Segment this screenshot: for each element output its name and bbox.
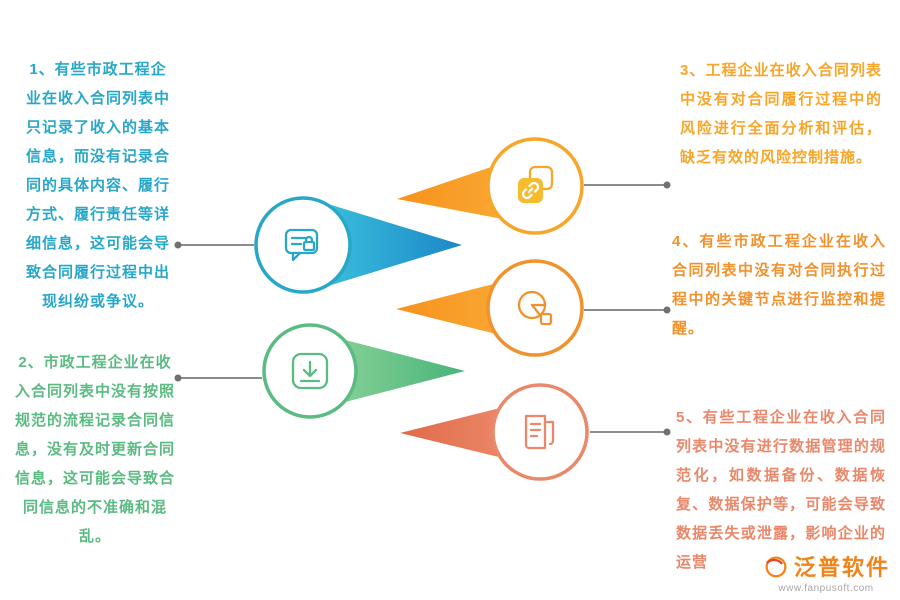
- shape-point-2: [262, 323, 465, 419]
- point-5-text: 5、有些工程企业在收入合同列表中没有进行数据管理的规范化，如数据备份、数据恢复、…: [676, 409, 886, 571]
- connector-dot-1: [174, 241, 182, 249]
- connector-dot-2: [174, 374, 182, 382]
- point-1-text: 1、有些市政工程企业在收入合同列表中只记录了收入的基本信息，而没有记录合同的具体…: [25, 61, 170, 310]
- connector-dot-5: [663, 428, 671, 436]
- shape-point-3: [397, 137, 584, 235]
- brand-website: www.fanpusoft.com: [778, 583, 874, 594]
- brand-logo: 泛普软件 www.fanpusoft.com: [755, 548, 892, 594]
- brand-logo-icon: [765, 556, 787, 578]
- message-lock-icon: [284, 228, 319, 262]
- shape-point-5: [400, 383, 589, 481]
- point-2-text: 2、市政工程企业在收入合同列表中没有按照规范的流程记录合同信息，没有及时更新合同…: [14, 354, 175, 545]
- download-icon: [291, 352, 329, 390]
- point-4-text: 4、有些市政工程企业在收入合同列表中没有对合同执行过程中的关键节点进行监控和提醒…: [672, 233, 886, 337]
- shape-point-4: [396, 259, 584, 357]
- connector-dot-4: [663, 306, 671, 314]
- pie-chart-icon: [517, 290, 553, 326]
- document-icon: [524, 414, 555, 450]
- shape-point-1: [254, 196, 462, 294]
- connectors: [181, 184, 664, 433]
- link-icon: [518, 165, 554, 203]
- connector-dots: [174, 181, 671, 436]
- brand-logo-row: 泛普软件: [762, 550, 890, 582]
- brand-name: 泛普软件: [793, 555, 890, 580]
- connector-dot-3: [663, 181, 671, 189]
- circle-point-5: [491, 383, 589, 481]
- point-3-text: 3、工程企业在收入合同列表中没有对合同履行过程中的风险进行全面分析和评估，缺乏有…: [680, 62, 882, 166]
- arrow-point-2: [322, 334, 465, 408]
- arrow-point-1: [315, 200, 462, 290]
